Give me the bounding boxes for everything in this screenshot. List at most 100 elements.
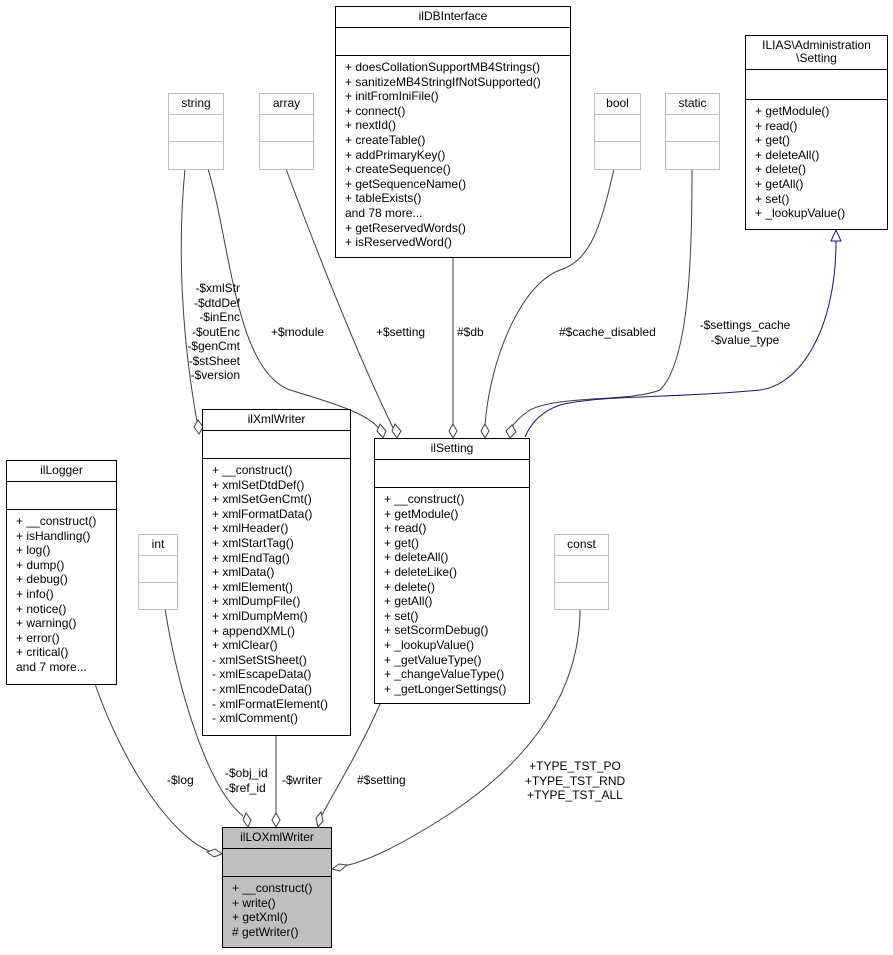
method-entry: - xmlFormatElement(): [212, 696, 329, 711]
method-entry: and 7 more...: [16, 659, 87, 674]
edge-bool-to-ilsetting: [484, 168, 615, 426]
type-box-const: const: [554, 534, 609, 610]
methods-section: + getModule()+ read()+ get()+ deleteAll(…: [746, 100, 887, 224]
method-entry: + xmlEndTag(): [212, 550, 290, 565]
method-entry: + write(): [232, 895, 276, 910]
method-entry: + isHandling(): [16, 528, 91, 543]
method-entry: + xmlFormatData(): [212, 506, 313, 521]
method-entry: + xmlDumpFile(): [212, 594, 301, 609]
type-box-int: int: [138, 534, 178, 610]
method-entry: + connect(): [345, 103, 406, 118]
class-box-iloxmlwriter: ilLOXmlWriter + __construct()+ write()+ …: [222, 827, 332, 948]
method-entry: + nextId(): [345, 118, 397, 133]
edge-illogger-to-iloxmlwriter: [94, 683, 213, 853]
method-entry: + read(): [384, 521, 427, 536]
method-entry: - xmlEncodeData(): [212, 681, 313, 696]
edge-label-xmlwriter-vars: -$xmlStr -$dtdDef -$inEnc -$outEnc -$gen…: [187, 281, 240, 382]
methods-section: [169, 142, 223, 156]
attributes-section: [169, 115, 223, 142]
methods-section: [555, 583, 608, 597]
attributes-section: [595, 115, 640, 142]
type-box-array: array: [259, 93, 314, 170]
method-entry: + xmlSetDtdDef(): [212, 477, 305, 492]
method-entry: + createTable(): [345, 132, 426, 147]
method-entry: + getXml(): [232, 910, 288, 925]
aggregation-diamond: [242, 811, 252, 829]
method-entry: + sanitizeMB4StringIfNotSupported(): [345, 74, 541, 89]
method-entry: + get(): [384, 535, 420, 550]
method-entry: + error(): [16, 630, 60, 645]
method-entry: + delete(): [384, 579, 436, 594]
method-entry: + __construct(): [384, 492, 465, 506]
methods-section: [139, 583, 177, 597]
class-box-ilias-administration-setting: ILIAS\Administration \Setting + getModul…: [745, 35, 888, 230]
method-entry: + getModule(): [755, 104, 830, 118]
aggregation-diamond: [480, 422, 490, 440]
method-entry: + xmlHeader(): [212, 521, 289, 536]
class-title: ilSetting: [375, 439, 529, 460]
edge-ilsetting-to-iloxmlwriter: [321, 703, 381, 816]
edge-label-cache-disabled: #$cache_disabled: [559, 325, 656, 339]
aggregation-diamond: [315, 810, 324, 829]
edge-label-settings-cache: -$settings_cache -$value_type: [699, 318, 791, 347]
aggregation-diamond: [448, 422, 458, 440]
type-title: static: [666, 94, 719, 115]
attributes-section: [666, 115, 719, 142]
method-entry: + getModule(): [384, 506, 459, 521]
edge-const-to-iloxmlwriter: [344, 608, 581, 867]
aggregation-diamond: [505, 424, 517, 439]
class-box-ildbinterface: ilDBInterface + doesCollationSupportMB4S…: [335, 6, 571, 258]
attributes-section: [260, 115, 313, 142]
method-entry: + xmlClear(): [212, 638, 278, 653]
method-entry: + dump(): [16, 557, 65, 572]
method-entry: + notice(): [16, 601, 67, 616]
class-title: ilLogger: [7, 461, 116, 482]
method-entry: + deleteLike(): [384, 564, 458, 579]
type-title: const: [555, 535, 608, 556]
method-entry: + tableExists(): [345, 191, 422, 206]
method-entry: + info(): [16, 586, 54, 601]
attributes-section: [203, 431, 350, 459]
edge-label-module: +$module: [271, 325, 325, 339]
method-entry: + _getLongerSettings(): [384, 681, 507, 696]
method-entry: + delete(): [755, 162, 807, 177]
method-entry: + get(): [755, 133, 791, 148]
class-box-ilsetting: ilSetting + __construct()+ getModule()+ …: [374, 438, 530, 704]
methods-section: + __construct()+ isHandling()+ log()+ du…: [7, 510, 116, 678]
methods-section: [260, 142, 313, 156]
method-entry: + __construct(): [232, 881, 313, 895]
method-entry: + getAll(): [384, 594, 433, 609]
attributes-section: [555, 556, 608, 583]
method-entry: - xmlEscapeData(): [212, 667, 312, 682]
method-entry: + warning(): [16, 616, 77, 631]
type-title: bool: [595, 94, 640, 115]
method-entry: + isReservedWord(): [345, 235, 452, 250]
methods-section: + doesCollationSupportMB4Strings()+ sani…: [336, 56, 570, 253]
class-title: ilXmlWriter: [203, 410, 350, 431]
method-entry: + critical(): [16, 645, 69, 660]
methods-section: + __construct()+ write()+ getXml()# getW…: [223, 877, 331, 942]
edge-int-to-iloxmlwriter: [164, 608, 244, 817]
method-entry: - xmlSetStSheet(): [212, 652, 307, 667]
edge-static-to-ilsetting: [509, 168, 693, 431]
methods-section: + __construct()+ getModule()+ read()+ ge…: [375, 488, 529, 699]
type-title: string: [169, 94, 223, 115]
method-entry: + xmlStartTag(): [212, 535, 294, 550]
method-entry: + set(): [755, 191, 790, 206]
type-title: int: [139, 535, 177, 556]
method-entry: - xmlComment(): [212, 711, 298, 726]
method-entry: + __construct(): [16, 514, 97, 528]
method-entry: + setScormDebug(): [384, 623, 489, 638]
inheritance-arrowhead: [830, 228, 842, 242]
edge-inheritance-ilsetting: [524, 240, 837, 438]
type-title: array: [260, 94, 313, 115]
method-entry: + getAll(): [755, 176, 804, 191]
aggregation-diamond: [193, 419, 204, 435]
method-entry: and 78 more...: [345, 205, 423, 220]
method-entry: + getSequenceName(): [345, 176, 467, 191]
method-entry: + _changeValueType(): [384, 667, 505, 682]
methods-section: [666, 142, 719, 156]
method-entry: + read(): [755, 118, 798, 133]
edge-label-setting: #$setting: [357, 773, 406, 787]
